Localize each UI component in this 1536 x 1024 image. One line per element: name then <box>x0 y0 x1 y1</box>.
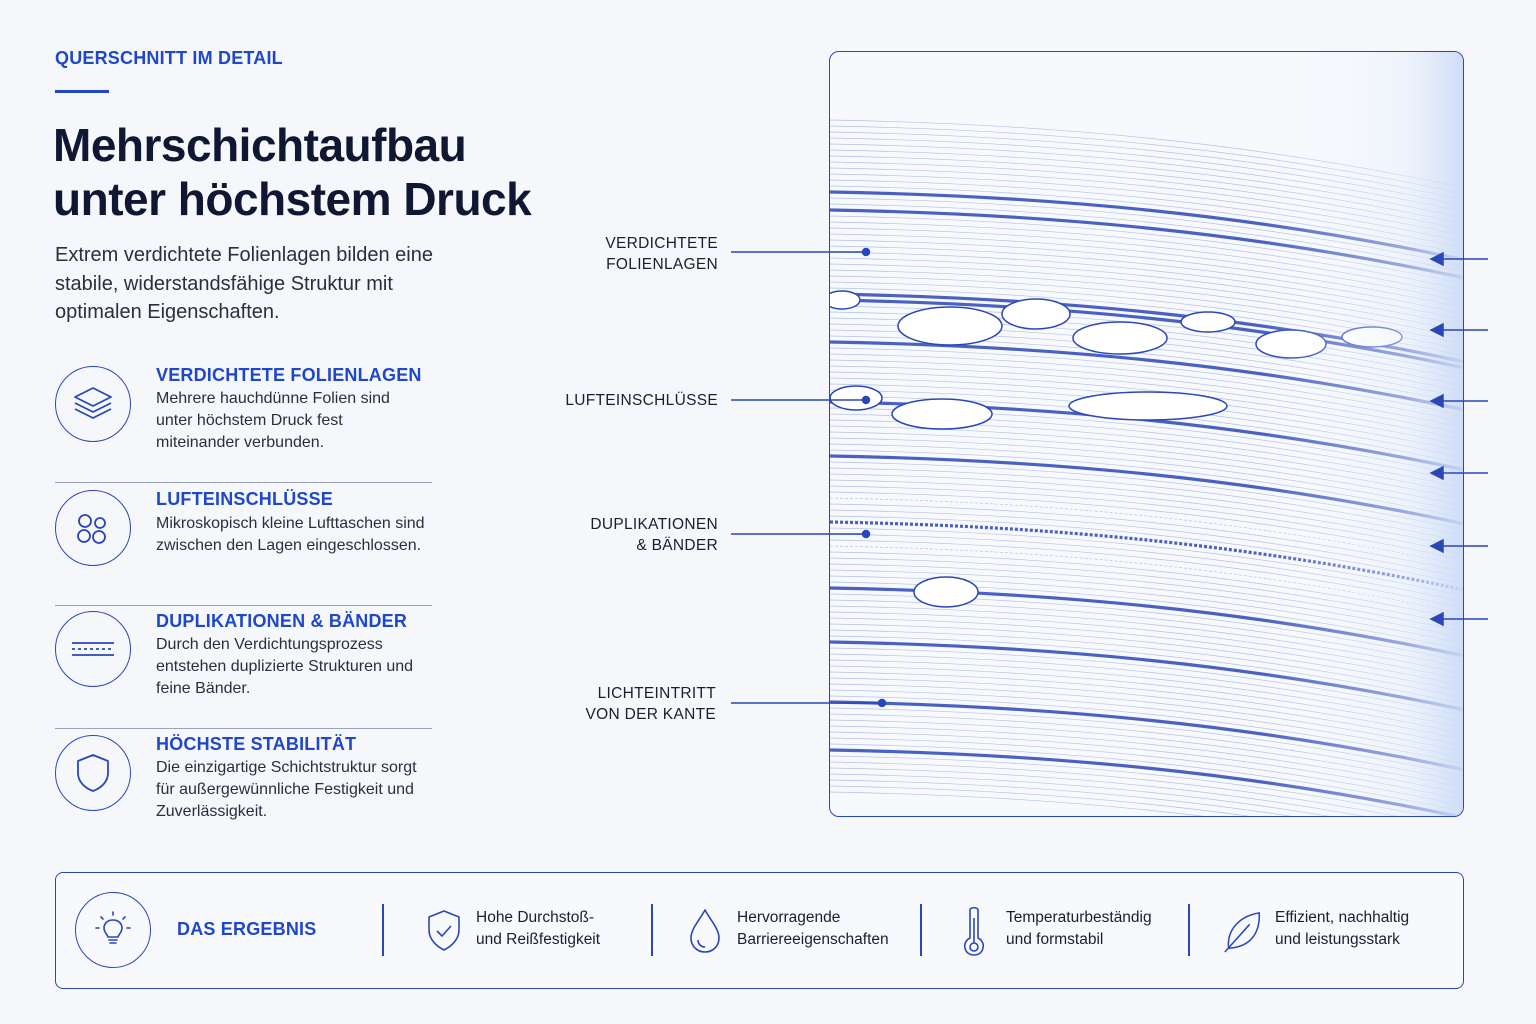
film-layer-line <box>830 773 1330 816</box>
feature-description: Mehrere hauchdünne Folien sind unter höc… <box>156 390 390 451</box>
lightbulb-icon <box>75 892 151 968</box>
label-line-2: VON DER KANTE <box>585 706 716 723</box>
air-bubble <box>897 306 1003 346</box>
cross-section-illustration <box>830 52 1463 816</box>
page-title-line-1: Mehrschichtaufbau <box>53 119 467 171</box>
page-title: Mehrschichtaufbau unter höchstem Druck <box>53 118 613 226</box>
film-layer-line <box>830 779 1292 816</box>
eyebrow-label: QUERSCHNITT IM DETAIL <box>55 48 283 68</box>
page-title-line-2: unter höchstem Druck <box>53 173 532 225</box>
air-bubble <box>830 290 861 310</box>
edge-light-glow <box>1260 52 1463 816</box>
feature-compressed-layers: VERDICHTETE FOLIENLAGEN Mehrere hauchdün… <box>55 360 432 483</box>
shield-check-icon <box>422 903 466 959</box>
bubbles-icon <box>55 490 131 566</box>
divider <box>382 904 384 956</box>
result-item-line-2: Barriereeigenschaften <box>737 931 889 948</box>
feature-title: HÖCHSTE STABILITÄT <box>156 734 357 754</box>
result-item-line-1: Temperaturbeständig <box>1006 909 1152 926</box>
feature-title: LUFTEINSCHLÜSSE <box>156 489 334 509</box>
air-bubble <box>891 398 993 430</box>
air-bubble <box>913 576 979 608</box>
feature-description: Die einzigartige Schichtstruktur sorgt f… <box>156 759 417 820</box>
droplet-icon <box>683 903 727 959</box>
feature-title: VERDICHTETE FOLIENLAGEN <box>156 365 422 385</box>
feature-duplications-bands: DUPLIKATIONEN & BÄNDER Durch den Verdich… <box>55 606 432 729</box>
result-item-line-2: und formstabil <box>1006 931 1104 948</box>
feature-highest-stability: HÖCHSTE STABILITÄT Die einzigartige Schi… <box>55 729 432 852</box>
result-item-text: Temperaturbeständig und formstabil <box>1006 907 1226 951</box>
air-bubble <box>830 385 883 411</box>
film-layer-line <box>830 785 1251 816</box>
label-line-1: LICHTEINTRITT <box>597 685 716 702</box>
result-bar: DAS ERGEBNIS Hohe Durchstoß- und Reißfes… <box>55 872 1464 989</box>
result-item-text: Effizient, nachhaltig und leistungsstark <box>1275 907 1495 951</box>
eyebrow-underline <box>55 90 109 93</box>
result-item-text: Hohe Durchstoß- und Reißfestigkeit <box>476 907 696 951</box>
divider <box>920 904 922 956</box>
label-line-2: & BÄNDER <box>636 537 718 554</box>
feature-description: Durch den Verdichtungsprozess entstehen … <box>156 636 414 697</box>
air-bubble <box>1068 391 1228 421</box>
feature-description: Mikroskopisch kleine Lufttaschen sind zw… <box>156 515 425 554</box>
intro-text: Extrem verdichtete Folienlagen bilden ei… <box>55 244 433 323</box>
result-item-text: Hervorragende Barriereeigenschaften <box>737 907 957 951</box>
thermometer-icon <box>952 903 996 959</box>
label-line-1: DUPLIKATIONEN <box>590 516 718 533</box>
result-title: DAS ERGEBNIS <box>177 919 317 939</box>
label-line-1: LUFTEINSCHLÜSSE <box>565 392 718 409</box>
divider <box>651 904 653 956</box>
shield-icon <box>55 735 131 811</box>
leaf-icon <box>1221 903 1265 959</box>
feature-title: DUPLIKATIONEN & BÄNDER <box>156 611 408 631</box>
film-layer-line <box>830 767 1365 816</box>
label-duplications-bands: DUPLIKATIONEN & BÄNDER <box>590 514 718 556</box>
label-edge-light-entry: LICHTEINTRITT VON DER KANTE <box>585 683 716 725</box>
layers-icon <box>55 366 131 442</box>
result-item-line-1: Hohe Durchstoß- <box>476 909 595 926</box>
result-item-line-1: Effizient, nachhaltig <box>1275 909 1410 926</box>
air-bubble <box>1072 321 1168 355</box>
feature-list: VERDICHTETE FOLIENLAGEN Mehrere hauchdün… <box>55 360 432 852</box>
result-item-line-2: und leistungsstark <box>1275 931 1400 948</box>
result-item-line-1: Hervorragende <box>737 909 841 926</box>
bands-icon <box>55 611 131 687</box>
feature-air-inclusions: LUFTEINSCHLÜSSE Mikroskopisch kleine Luf… <box>55 483 432 606</box>
cross-section-panel <box>829 51 1464 817</box>
film-layer-line <box>830 791 1204 816</box>
air-bubble <box>1180 311 1236 333</box>
label-line-2: FOLIENLAGEN <box>606 256 718 273</box>
result-item-line-2: und Reißfestigkeit <box>476 931 601 948</box>
label-line-1: VERDICHTETE <box>605 235 718 252</box>
air-bubble <box>1001 298 1071 330</box>
divider <box>1188 904 1190 956</box>
label-air-inclusions: LUFTEINSCHLÜSSE <box>565 390 718 411</box>
label-compressed-layers: VERDICHTETE FOLIENLAGEN <box>605 233 718 275</box>
